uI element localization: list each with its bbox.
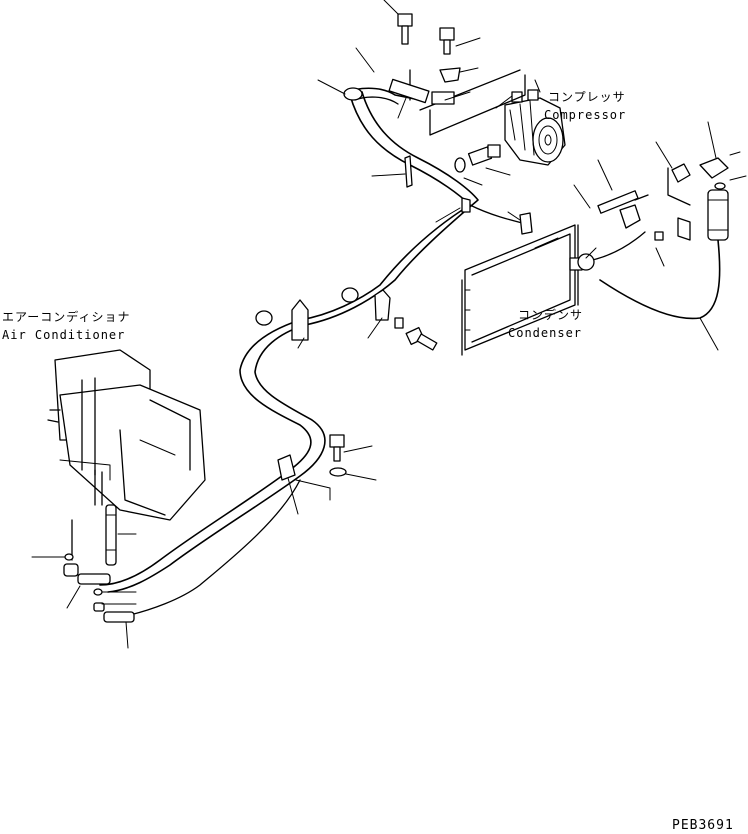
receiver-dryer [667, 157, 729, 241]
bolt-middle [394, 317, 438, 351]
drawing-code: PEB3691 [672, 818, 734, 833]
compressor [409, 69, 566, 166]
condenser-label-jp: コンデンサ [518, 308, 584, 322]
condenser [461, 224, 583, 356]
hose-clamps [255, 155, 533, 481]
leader-lines [31, 0, 747, 649]
aircon-label-en: Air Conditioner [2, 328, 126, 342]
compressor-hose-fittings [343, 67, 461, 105]
aircon-label-jp: エアーコンディショナ [2, 310, 131, 324]
bolts-top [397, 13, 455, 55]
compressor-label-jp: コンプレッサ [548, 90, 626, 104]
condenser-fittings [577, 190, 664, 271]
bolt-washer-middle [454, 144, 501, 173]
compressor-label-en: Compressor [544, 108, 627, 122]
air-conditioner-unit [47, 349, 206, 623]
condenser-label-en: Condenser [508, 326, 583, 340]
bolt-washer-lower [329, 434, 347, 477]
